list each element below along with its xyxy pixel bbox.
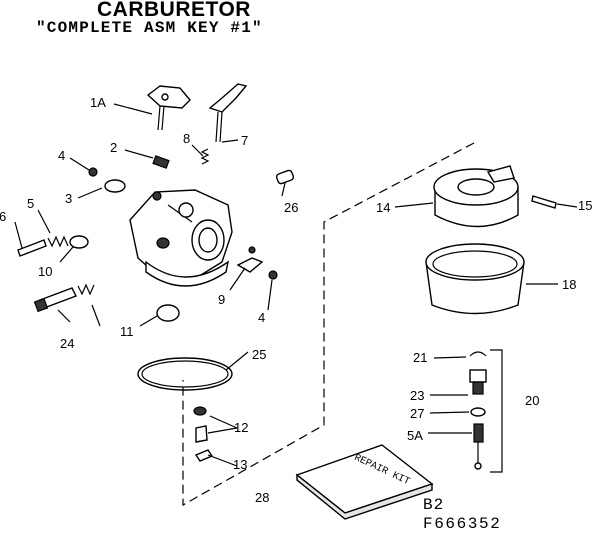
diagram-title: CARBURETOR (97, 0, 251, 21)
label-13: 13 (233, 457, 247, 472)
label-6: 6 (0, 209, 6, 224)
diagram-code-b2: B2 (423, 496, 445, 514)
label-12: 12 (234, 420, 248, 435)
part-12-needle-seat (193, 406, 208, 443)
callout-labels: 1A 2 3 4 4 5 5A 6 7 8 9 10 11 12 13 14 1… (0, 95, 592, 505)
label-5: 5 (27, 196, 34, 211)
label-5a: 5A (407, 428, 423, 443)
label-18: 18 (562, 277, 576, 292)
diagram-subtitle: "COMPLETE ASM KEY #1" (36, 19, 263, 37)
diagram-code-part-number: F666352 (423, 515, 502, 533)
leader-lines (14, 103, 578, 467)
label-1a: 1A (90, 95, 106, 110)
part-4-nut-top (88, 167, 98, 177)
label-10: 10 (38, 264, 52, 279)
part-10-oring (69, 235, 89, 249)
part-7-choke-lever (208, 83, 248, 143)
label-4-bottom: 4 (258, 310, 265, 325)
part-1a-throttle-lever (146, 85, 191, 131)
part-23-bowl-nut (469, 369, 487, 395)
label-4-top: 4 (58, 148, 65, 163)
part-28-repair-kit: REPAIR KIT (295, 444, 434, 520)
part-2-screw (152, 155, 170, 169)
label-8: 8 (183, 131, 190, 146)
label-21: 21 (413, 350, 427, 365)
part-3-washer (104, 179, 126, 193)
part-27-washer (470, 407, 486, 417)
part-5a-spring (473, 423, 484, 470)
part-25-gasket (137, 357, 233, 391)
label-11: 11 (120, 324, 134, 339)
label-26: 26 (284, 200, 298, 215)
label-9: 9 (218, 292, 225, 307)
part-6-screw (17, 239, 47, 257)
part-20-bracket (490, 349, 503, 473)
part-21-ring (469, 351, 487, 357)
part-8-spring (200, 148, 210, 165)
part-5-spring (47, 235, 69, 248)
label-20: 20 (525, 393, 539, 408)
label-24: 24 (60, 336, 74, 351)
part-18-float-bowl (425, 243, 525, 315)
part-11-plug (156, 304, 180, 322)
label-28: 28 (255, 490, 269, 505)
carburetor-body (129, 189, 233, 287)
label-3: 3 (65, 191, 72, 206)
part-4-nut-bottom (268, 270, 278, 280)
part-9-clip (236, 246, 264, 273)
label-23: 23 (410, 388, 424, 403)
label-27: 27 (410, 406, 424, 421)
assembly-dashed-line (182, 142, 475, 507)
part-15-pin (531, 195, 557, 209)
part-26-fitting (275, 169, 295, 185)
part-24-needle (33, 283, 95, 313)
label-25: 25 (252, 347, 266, 362)
label-7: 7 (241, 133, 248, 148)
part-14-float (433, 165, 519, 228)
label-15: 15 (578, 198, 592, 213)
label-2: 2 (110, 140, 117, 155)
label-14: 14 (376, 200, 390, 215)
